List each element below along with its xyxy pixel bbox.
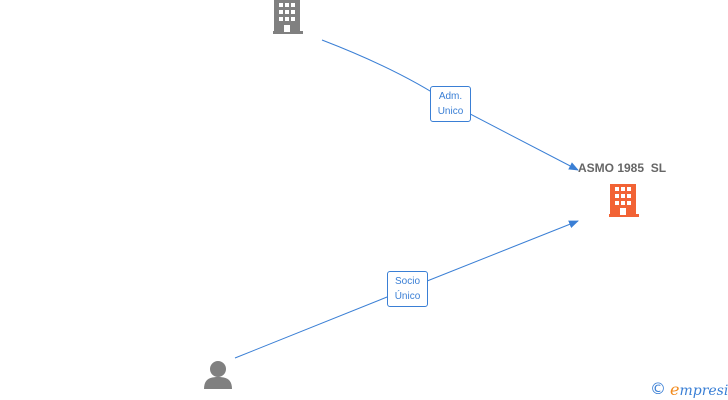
copyright-icon: © — [650, 379, 666, 398]
edge-label-line: Adm. — [438, 91, 463, 102]
edge-label-line: Socio — [394, 276, 420, 287]
brand-logo: empresia — [670, 380, 728, 399]
edge-label-adm-unico: Adm. Unico — [430, 86, 471, 122]
brand-initial: e — [670, 379, 680, 399]
node-title-person-clipped — [196, 393, 204, 400]
edge-label-line: Único — [394, 291, 421, 302]
edge-label-socio-unico: Socio Único — [387, 271, 428, 307]
building-icon[interactable] — [609, 184, 639, 217]
brand-footer: © empresia — [650, 378, 728, 400]
building-icon[interactable] — [273, 0, 303, 34]
brand-name: mpresia — [679, 382, 728, 399]
person-icon[interactable] — [204, 361, 232, 389]
node-title-asmo[interactable]: ASMO 1985 SL — [578, 161, 667, 175]
edge-label-line: Unico — [437, 106, 464, 117]
